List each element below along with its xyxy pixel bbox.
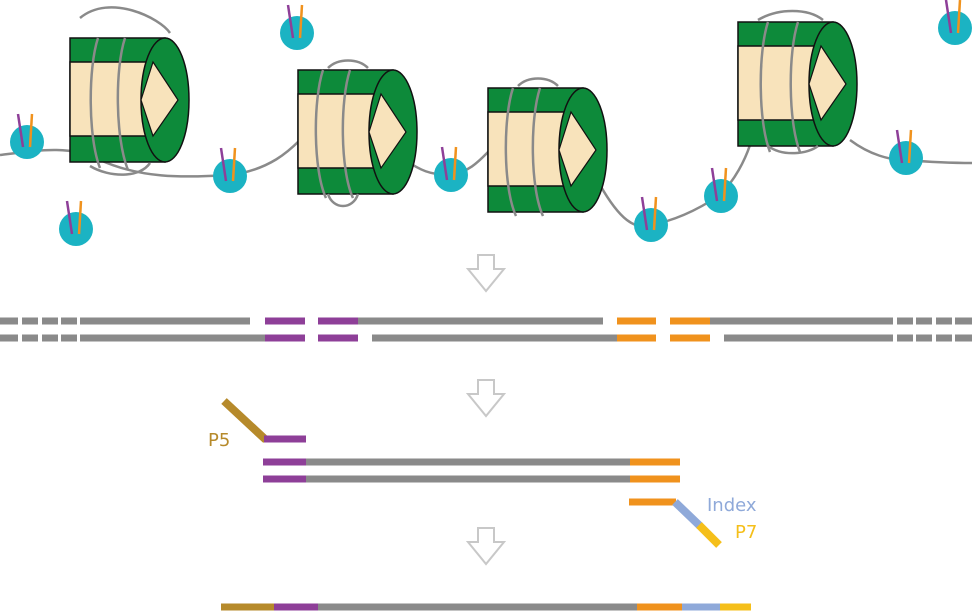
p7-label: P7 — [735, 522, 757, 543]
transposase-icon — [280, 4, 314, 50]
nucleosome-icon — [69, 6, 190, 176]
transposase-icon — [704, 167, 738, 213]
down-arrow-icon — [465, 379, 507, 418]
transposase-icon — [213, 147, 247, 193]
p7-primer — [629, 498, 722, 548]
tagmented-dna-stage — [0, 317, 972, 342]
transposase-icon — [634, 196, 668, 242]
nucleosome-icon — [297, 59, 418, 208]
pcr-primer-stage: P5 Index P7 — [208, 398, 757, 548]
chromatin-stage — [0, 0, 972, 246]
p5-primer — [221, 398, 306, 443]
transposase-icon — [59, 200, 93, 246]
p5-label: P5 — [208, 430, 230, 451]
nucleosome-icon — [487, 77, 608, 217]
transposase-icon — [434, 146, 468, 192]
transposase-icon — [938, 0, 972, 45]
transposase-icon — [889, 129, 923, 175]
down-arrow-icon — [465, 254, 507, 293]
nucleosome-icon — [737, 9, 858, 155]
index-label: Index — [707, 495, 757, 516]
down-arrow-icon — [465, 527, 507, 566]
transposase-icon — [10, 113, 44, 159]
